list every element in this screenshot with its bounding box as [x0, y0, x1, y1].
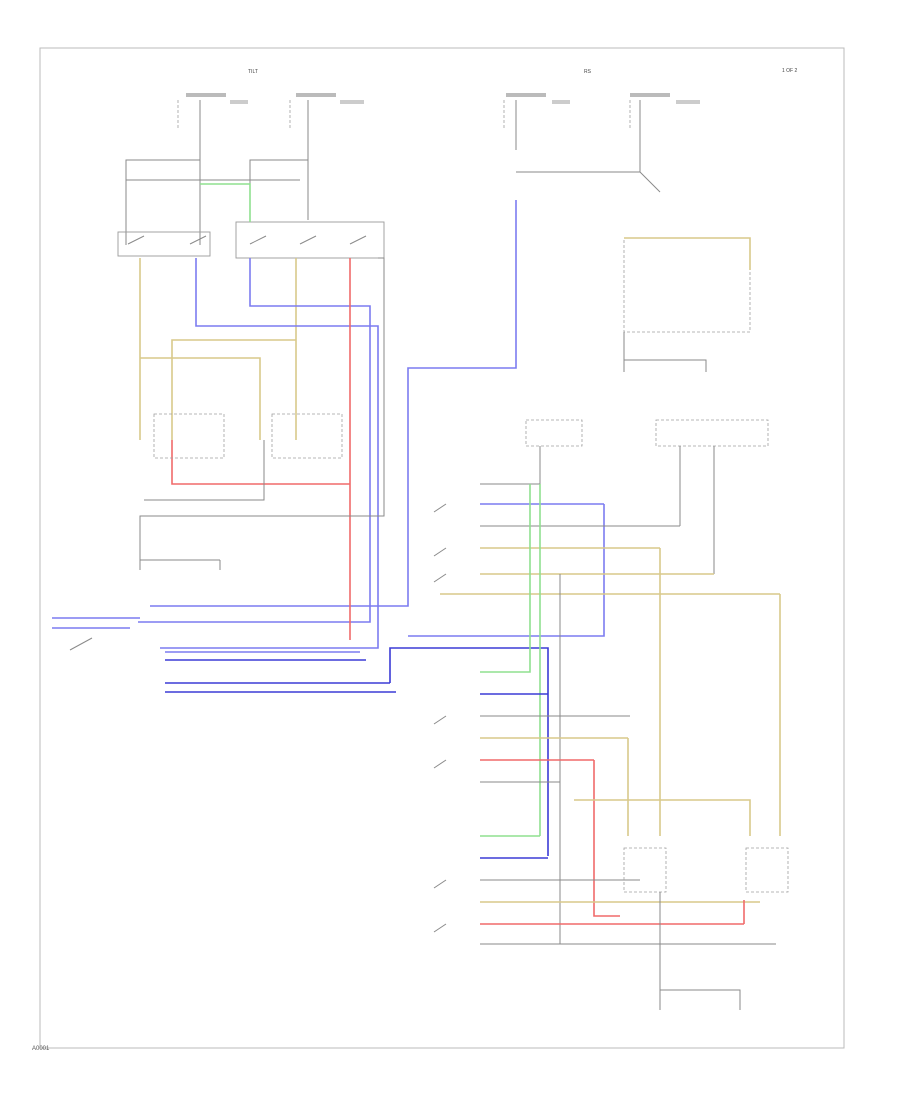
fuse-box-left-1 — [177, 93, 248, 165]
wires-gray-left — [139, 257, 385, 561]
switch-symbols-right — [433, 503, 447, 933]
wire-yellow-bottom — [574, 799, 751, 836]
fuse-box-mid-1 — [525, 419, 583, 447]
fuse-box-right-2 — [629, 93, 700, 172]
switch-box-right — [235, 221, 385, 259]
switch-left-small — [52, 617, 140, 651]
switch-contacts-top — [127, 235, 367, 245]
middle-section-title: RS — [584, 69, 592, 75]
wire-green-top — [200, 183, 251, 222]
motor-block-left-1 — [153, 413, 225, 459]
fuse-box-right-1 — [503, 93, 570, 150]
switch-group-right-2 — [480, 693, 630, 917]
motor-block-right-2 — [745, 847, 789, 893]
top-right-wiring — [516, 171, 751, 372]
wires-red-left — [171, 258, 351, 640]
switch-group-right-3 — [480, 835, 776, 945]
right-section-title: 1 OF 2 — [782, 68, 798, 74]
ground-right — [659, 892, 741, 1010]
fuse-box-left-2 — [289, 93, 364, 165]
ground-left — [139, 560, 221, 570]
fuse-box-mid-2 — [655, 419, 769, 447]
wires-dark-blue-left — [165, 647, 549, 856]
switch-group-right-1 — [408, 446, 781, 944]
page-frame — [39, 47, 845, 1049]
footer-code: A0001 — [32, 1046, 50, 1052]
motor-block-right-1 — [623, 847, 667, 893]
left-section-title: TILT — [248, 69, 258, 75]
motor-block-left-2 — [271, 413, 343, 459]
switch-box-left — [117, 231, 211, 257]
wires-yellow-left — [139, 258, 297, 440]
wires-blue-left — [138, 200, 517, 649]
